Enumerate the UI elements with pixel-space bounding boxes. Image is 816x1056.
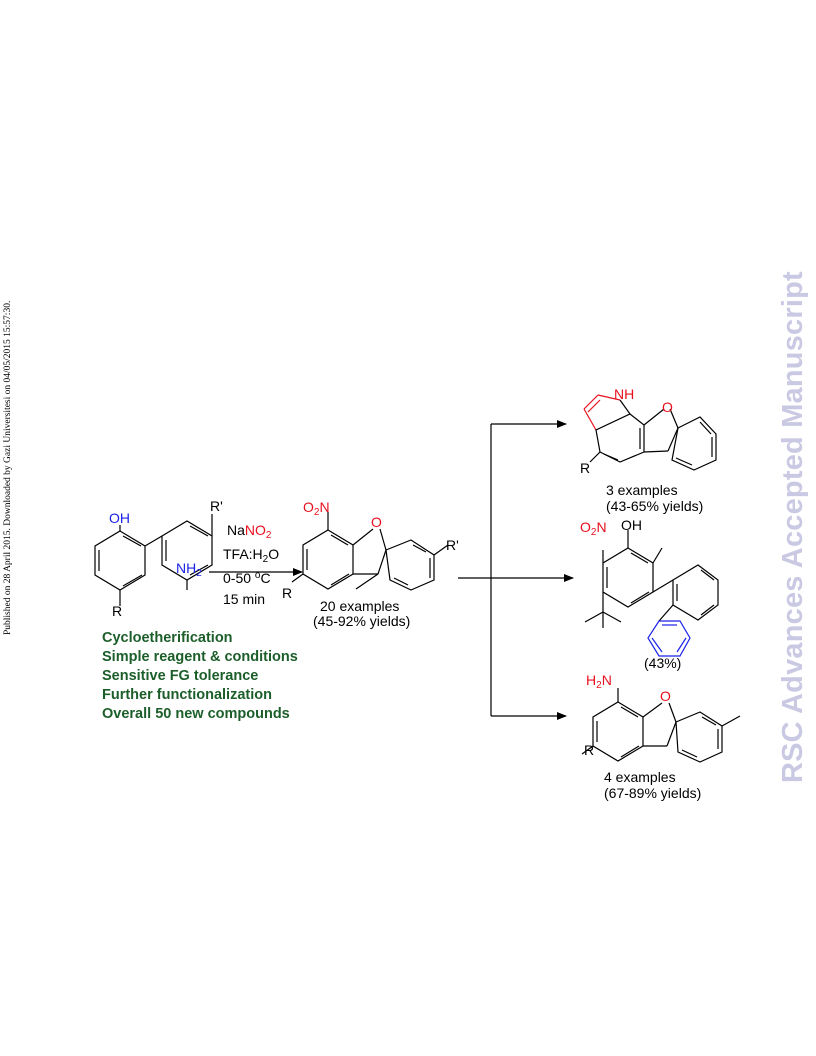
product-nitro-o: O — [303, 499, 314, 515]
branch-arrows — [458, 420, 574, 720]
amino-n-text: N — [601, 672, 612, 688]
product-nitro-label: O2N — [303, 499, 330, 521]
mid-nitro-o: O — [580, 519, 591, 535]
mid-nitro-label: O2N — [580, 519, 607, 541]
temperature-text-a: 0-50 — [223, 570, 255, 586]
solvent-text-a: TFA:H — [223, 546, 263, 562]
temperature-degree: o — [254, 570, 261, 581]
mid-hydroxyl-label: OH — [621, 517, 642, 533]
mid-nitro-subscript: 2 — [590, 527, 597, 538]
amino-label: H2N — [586, 672, 612, 694]
time-label: 15 min — [223, 591, 266, 607]
solvent-text-b: O — [268, 546, 280, 562]
product-yield-range: (45-92% yields) — [313, 613, 411, 629]
amine-subscript: 2 — [196, 568, 202, 579]
highlight-item: Sensitive FG tolerance — [102, 668, 259, 684]
amine-nh-text: NH — [176, 560, 197, 576]
amino-dibenzofuran-structure — [581, 688, 741, 763]
product-r-label: R — [282, 585, 293, 601]
mid-nitro-n: N — [596, 519, 607, 535]
nitro-terphenyl-phenol-structure — [584, 530, 719, 657]
top-r-label: R — [580, 460, 591, 476]
amino-subscript: 2 — [596, 680, 602, 691]
amine-label: NH2 — [176, 560, 202, 582]
reagent-na-text: Na — [227, 522, 245, 538]
amino-h-text: H — [586, 672, 597, 688]
product-nitro-n: N — [319, 499, 330, 515]
solvent-subscript: 2 — [262, 554, 269, 565]
start-r-prime-label: R' — [210, 498, 223, 514]
highlights-list: Cycloetherification Simple reagent & con… — [102, 629, 298, 724]
product-examples-count: 20 examples — [320, 598, 400, 614]
highlight-item: Further functionalization — [102, 687, 272, 703]
top-ring-oxygen-label: O — [662, 399, 673, 415]
bottom-ring-oxygen-label: O — [660, 688, 671, 704]
mid-yield: (43%) — [644, 655, 682, 671]
bottom-yield-range: (67-89% yields) — [604, 785, 702, 801]
highlight-item: Simple reagent & conditions — [102, 649, 298, 665]
temperature-label: 0-50 oC — [223, 568, 271, 586]
reagent-label: NaNO2 — [227, 522, 271, 544]
product-r-prime-label: R' — [446, 537, 459, 553]
bottom-examples-count: 4 examples — [604, 769, 676, 785]
product-ring-oxygen-label: O — [371, 514, 382, 530]
start-r-label: R — [112, 603, 123, 619]
reagent-no-text: NO — [244, 522, 266, 538]
solvent-label: TFA:H2O — [223, 546, 279, 568]
product-nitro-subscript: 2 — [313, 507, 320, 518]
top-examples-count: 3 examples — [606, 482, 678, 498]
nitro-dibenzofuran-structure — [291, 512, 449, 591]
pyrrole-nh-label: NH — [614, 386, 635, 402]
reagent-subscript: 2 — [265, 530, 272, 541]
bottom-r-label: R — [584, 742, 595, 758]
top-yield-range: (43-65% yields) — [606, 498, 704, 514]
hydroxyl-label: OH — [109, 510, 130, 526]
pyrrolo-dibenzofuran-structure — [583, 394, 717, 471]
starting-material-structure — [94, 514, 213, 606]
temperature-text-b: C — [260, 570, 271, 586]
highlight-item: Cycloetherification — [102, 630, 233, 646]
highlight-item: Overall 50 new compounds — [102, 706, 290, 722]
